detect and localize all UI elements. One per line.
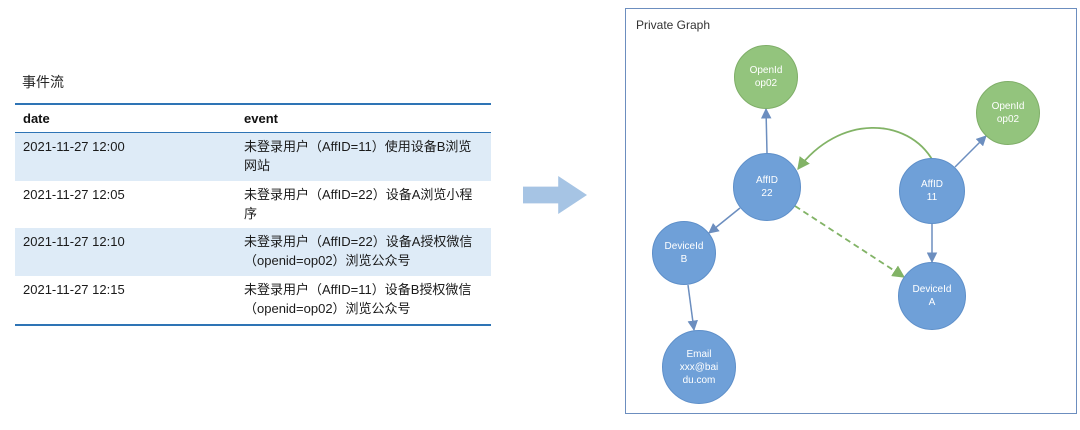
edge-affid22-deviceida-dashed	[794, 205, 906, 278]
table-row: 2021-11-27 12:10 未登录用户（AffID=22）设备A授权微信 …	[15, 228, 491, 277]
node-deviceid-a: DeviceId A	[898, 262, 966, 330]
column-header-date: date	[15, 104, 236, 133]
flow-arrow-icon	[523, 176, 587, 214]
column-header-event: event	[236, 104, 491, 133]
edge-deviceidb-email	[687, 284, 698, 332]
graph-edges	[687, 107, 987, 332]
node-affid-11: AffID 11	[899, 158, 965, 224]
table-header-row: date event	[15, 104, 491, 133]
node-affid-22: AffID 22	[733, 153, 801, 221]
node-openid-left: OpenId op02	[734, 45, 798, 109]
edge-affid22-deviceidb	[708, 207, 741, 234]
node-email: Email xxx@bai du.com	[662, 330, 736, 404]
edge-affid11-openid-right	[954, 135, 987, 168]
table-row: 2021-11-27 12:05 未登录用户（AffID=22）设备A浏览小程序	[15, 181, 491, 229]
node-openid-right: OpenId op02	[976, 81, 1040, 145]
edge-affid11-affid22-curve	[797, 126, 934, 171]
edge-affid22-openid-left	[760, 107, 772, 154]
table-row: 2021-11-27 12:00 未登录用户（AffID=11）使用设备B浏览网…	[15, 132, 491, 181]
event-cell: 未登录用户（AffID=22）设备A授权微信 （openid=op02）浏览公众…	[244, 234, 473, 269]
date-cell: 2021-11-27 12:10	[23, 234, 125, 250]
private-graph-panel: Private Graph OpenId op02 OpenId op02 Af…	[625, 8, 1077, 414]
event-cell: 未登录用户（AffID=11）设备B授权微信 （openid=op02）浏览公众…	[244, 282, 472, 316]
date-cell: 2021-11-27 12:05	[23, 186, 125, 202]
graph-title: Private Graph	[636, 18, 711, 32]
node-deviceid-b: DeviceId B	[652, 221, 716, 285]
date-cell: 2021-11-27 12:00	[23, 139, 125, 154]
event-cell: 未登录用户（AffID=22）设备A浏览小程序	[244, 186, 473, 221]
table-title: 事件流	[22, 74, 64, 90]
date-cell: 2021-11-27 12:15	[23, 282, 125, 298]
table-row: 2021-11-27 12:15 未登录用户（AffID=11）设备B授权微信 …	[15, 276, 491, 325]
event-stream-section: 事件流 date event 2021-11-27 12:00 未登录用户（Af…	[15, 72, 491, 326]
event-table: date event 2021-11-27 12:00 未登录用户（AffID=…	[15, 103, 491, 326]
event-cell: 未登录用户（AffID=11）使用设备B浏览网站	[244, 139, 472, 173]
